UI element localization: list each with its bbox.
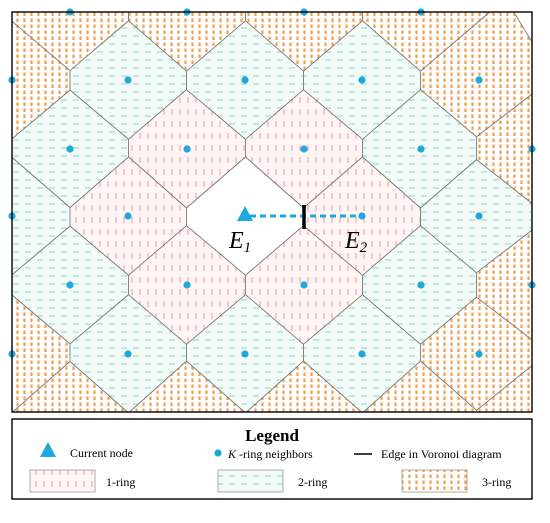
legend-ring2-label: 2-ring bbox=[298, 475, 327, 489]
neighbor-node bbox=[475, 212, 483, 220]
legend-ring1-label: 1-ring bbox=[106, 475, 135, 489]
legend-ring3-label: 3-ring bbox=[482, 475, 511, 489]
k-ring-neighbor-nodes bbox=[8, 8, 536, 358]
neighbor-node bbox=[417, 281, 425, 289]
current-node-triangle bbox=[237, 206, 253, 221]
neighbor-node bbox=[124, 350, 132, 358]
legend-title: Legend bbox=[245, 426, 299, 445]
diagram-frame bbox=[11, 11, 533, 413]
legend-ring1-swatch bbox=[29, 469, 96, 493]
neighbor-node bbox=[358, 76, 366, 84]
neighbor-node bbox=[124, 76, 132, 84]
legend-dot-icon bbox=[214, 449, 222, 457]
legend-voronoi-edge: Edge in Voronoi diagram bbox=[381, 447, 502, 461]
legend-triangle-icon bbox=[40, 442, 56, 457]
neighbor-node bbox=[300, 145, 308, 153]
legend-ring2-swatch bbox=[217, 469, 284, 493]
legend-current-node: Current node bbox=[70, 446, 133, 460]
neighbor-node bbox=[66, 145, 74, 153]
neighbor-node bbox=[124, 212, 132, 220]
neighbor-node bbox=[241, 350, 249, 358]
neighbor-node bbox=[475, 350, 483, 358]
neighbor-node bbox=[358, 350, 366, 358]
label-e2: E2 bbox=[344, 228, 368, 256]
neighbor-node bbox=[183, 281, 191, 289]
neighbor-node bbox=[183, 145, 191, 153]
neighbor-node bbox=[475, 76, 483, 84]
neighbor-node bbox=[241, 76, 249, 84]
legend-ring3-swatch bbox=[401, 469, 468, 493]
label-e1: E1 bbox=[228, 228, 251, 256]
neighbor-node bbox=[417, 145, 425, 153]
legend-k-ring-neighbors: K -ring neighbors bbox=[227, 447, 313, 461]
neighbor-node bbox=[300, 281, 308, 289]
voronoi-cells bbox=[11, 11, 533, 413]
neighbor-node bbox=[66, 281, 74, 289]
